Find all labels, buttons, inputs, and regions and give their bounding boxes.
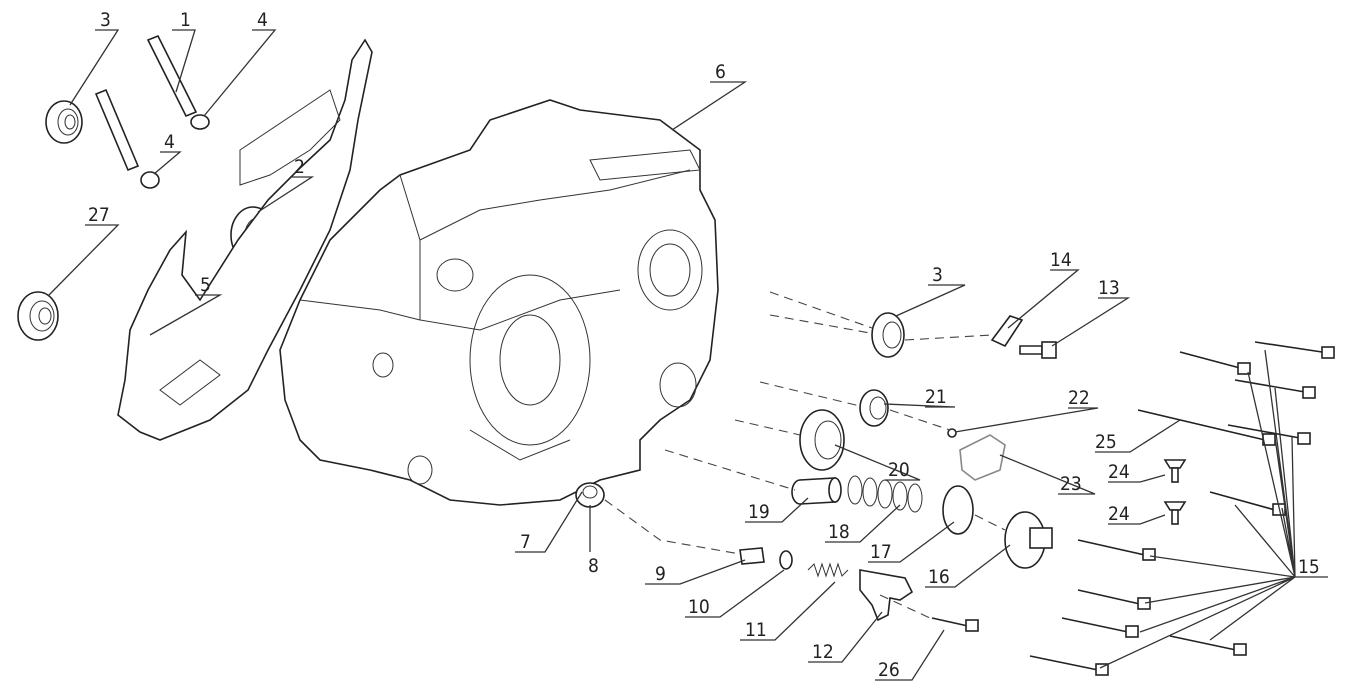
bolts-24	[1163, 459, 1187, 525]
leader-lines	[47, 29, 1328, 681]
part-9-10	[739, 547, 793, 570]
gasket-5	[117, 38, 373, 441]
callout-label: 26	[878, 659, 900, 681]
callout-label: 13	[1098, 277, 1120, 299]
callout-label: 25	[1095, 431, 1117, 453]
o-ring-17	[942, 485, 974, 535]
crankcase-6	[279, 99, 719, 506]
plunger-19	[791, 477, 842, 505]
bolt-26	[931, 617, 979, 632]
lever-12	[859, 569, 914, 622]
callout-label: 17	[870, 541, 892, 563]
callout-label: 20	[888, 459, 910, 481]
bearing-21	[859, 389, 889, 427]
callout-label: 22	[1068, 387, 1090, 409]
callout-label: 15	[1298, 556, 1320, 578]
stud-bolt-second	[94, 88, 140, 172]
callout-label: 24	[1108, 503, 1130, 525]
callout-label: 4	[257, 9, 268, 31]
callout-label: 7	[520, 531, 531, 553]
callout-label: 8	[588, 555, 599, 577]
callout-labels: 3 1 4 4 2 27 5 6 3 14 13 21 22 25 23 20 …	[88, 9, 1320, 681]
ball-22	[947, 428, 957, 438]
callout-label: 12	[812, 641, 834, 663]
oil-seal-3-right	[871, 312, 905, 358]
callout-label: 18	[828, 521, 850, 543]
plate-14	[990, 315, 1024, 348]
bearing-3-left	[45, 100, 83, 144]
assembly-guide-lines	[604, 291, 1006, 619]
nut-4-upper	[190, 114, 210, 130]
bearing-27	[17, 291, 59, 341]
callout-label: 9	[655, 563, 666, 585]
spring-11	[807, 562, 849, 578]
spring-18	[847, 475, 923, 513]
callout-label: 27	[88, 204, 110, 226]
callout-label: 23	[1060, 473, 1082, 495]
callout-label: 14	[1050, 249, 1072, 271]
callout-label: 5	[200, 274, 211, 296]
callout-label: 4	[164, 131, 175, 153]
callout-label: 19	[748, 501, 770, 523]
callout-label: 2	[294, 156, 305, 178]
callout-label: 21	[925, 386, 947, 408]
part-23	[959, 434, 1006, 481]
seal-20	[799, 409, 845, 471]
callout-label: 6	[715, 61, 726, 83]
stud-bolt-1	[146, 34, 198, 118]
cap-16	[1004, 511, 1053, 569]
nut-4-lower	[140, 171, 160, 189]
callout-label: 11	[745, 619, 767, 641]
callout-label: 1	[180, 9, 191, 31]
callout-label: 16	[928, 566, 950, 588]
callout-label: 24	[1108, 461, 1130, 483]
callout-label: 10	[688, 596, 710, 618]
bolt-13	[1019, 341, 1057, 359]
callout-label: 3	[100, 9, 111, 31]
callout-label: 3	[932, 264, 943, 286]
